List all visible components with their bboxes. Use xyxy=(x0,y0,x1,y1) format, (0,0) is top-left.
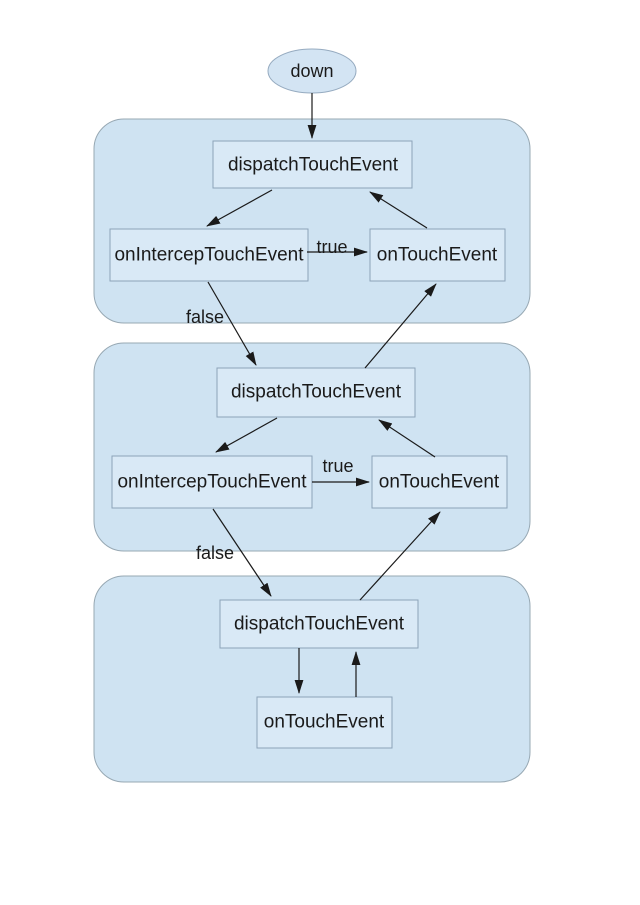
node-dispatch-2-label: dispatchTouchEvent xyxy=(231,382,402,403)
edge-touch2-to-dispatch2 xyxy=(378,419,436,458)
node-intercept-2 xyxy=(111,455,313,509)
edge-touch1-to-dispatch1 xyxy=(369,191,428,229)
node-touch-3 xyxy=(256,696,393,749)
node-touch-3-label: onTouchEvent xyxy=(264,712,385,733)
node-touch-2 xyxy=(371,455,508,509)
edge-intercept1-false-dispatch2 xyxy=(207,281,257,366)
edge-dispatch1-to-intercept1 xyxy=(206,189,273,227)
edge-dispatch2-to-intercept2 xyxy=(215,417,278,453)
edge-label-false-2: false xyxy=(196,543,234,563)
start-node-label: down xyxy=(290,61,333,81)
node-dispatch-2 xyxy=(216,367,416,418)
view-container-3 xyxy=(93,575,531,783)
edge-dispatch3-to-touch2 xyxy=(359,511,441,601)
edge-label-true-1: true xyxy=(316,237,347,257)
node-touch-2-label: onTouchEvent xyxy=(379,472,500,493)
node-dispatch-3 xyxy=(219,599,419,649)
node-intercept-1 xyxy=(109,228,309,282)
edge-intercept2-false-dispatch3 xyxy=(212,508,272,597)
node-dispatch-3-label: dispatchTouchEvent xyxy=(234,614,405,635)
edge-label-false-1: false xyxy=(186,307,224,327)
edge-label-true-2: true xyxy=(322,456,353,476)
node-intercept-2-label: onIntercepTouchEvent xyxy=(117,472,307,493)
node-touch-1 xyxy=(369,228,506,282)
node-touch-1-label: onTouchEvent xyxy=(377,245,498,266)
node-intercept-1-label: onIntercepTouchEvent xyxy=(114,245,304,266)
node-dispatch-1 xyxy=(212,140,413,189)
edge-dispatch2-to-touch1 xyxy=(364,283,437,369)
node-dispatch-1-label: dispatchTouchEvent xyxy=(228,155,399,176)
